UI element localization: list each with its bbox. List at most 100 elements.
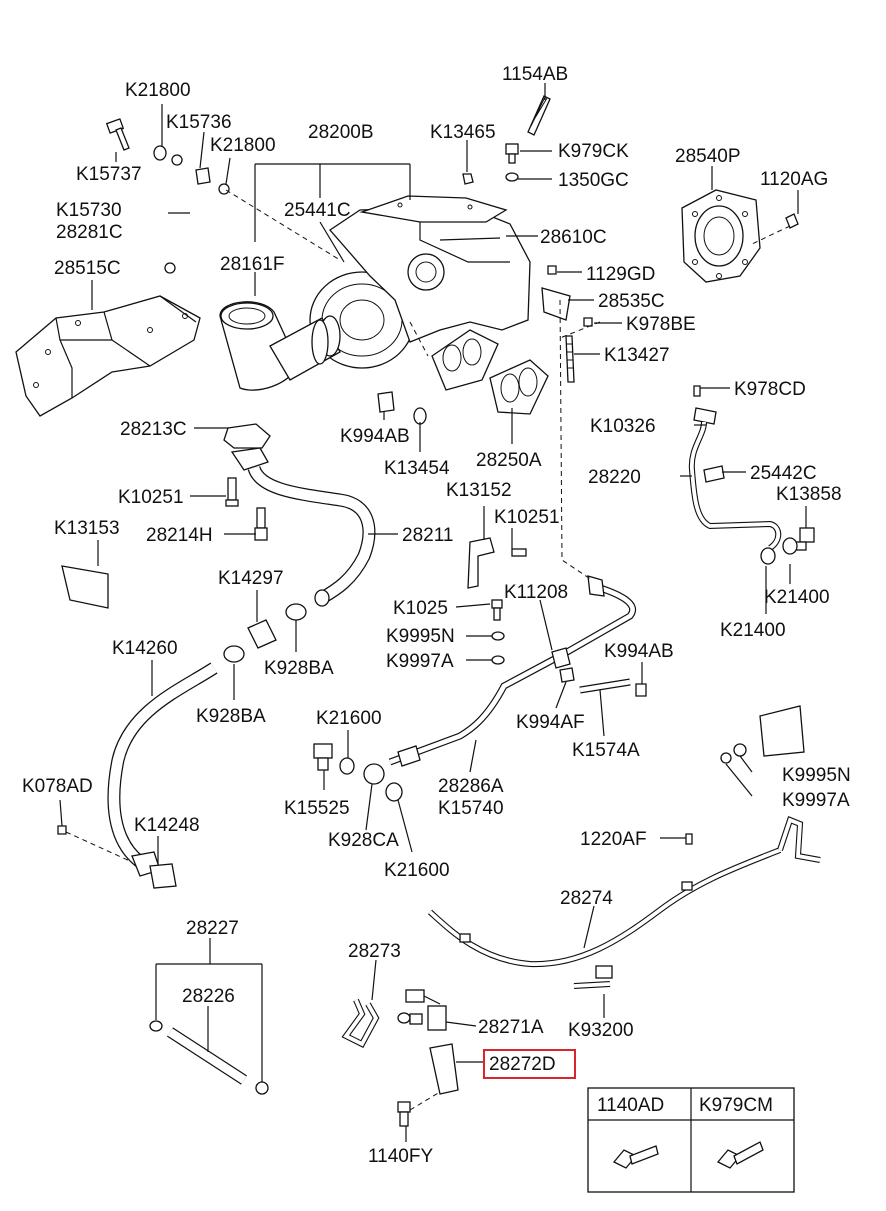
clamp-28227-a bbox=[149, 1020, 163, 1032]
pipe-28273 bbox=[341, 998, 380, 1048]
washer-1350GC bbox=[505, 172, 519, 182]
part-labels: 1154AB K21800 K15736 28200B K13465 K979C… bbox=[22, 64, 851, 1167]
label-28610C: 28610C bbox=[540, 227, 607, 248]
label-28200B: 28200B bbox=[308, 122, 374, 143]
label-K93200: K93200 bbox=[568, 1020, 634, 1041]
stud-1154AB bbox=[527, 95, 551, 136]
label-K978BE: K978BE bbox=[626, 314, 696, 335]
bolt-K10251 bbox=[225, 477, 239, 507]
label-25442C: 25442C bbox=[750, 463, 817, 484]
label-K15525: K15525 bbox=[284, 798, 350, 819]
label-K21800-b: K21800 bbox=[210, 135, 276, 156]
bolt-K979CM-icon bbox=[716, 1141, 764, 1169]
label-K14297: K14297 bbox=[218, 568, 284, 589]
bolt-K078AD bbox=[57, 825, 67, 835]
hose-K14297 bbox=[247, 619, 277, 649]
label-28226: 28226 bbox=[182, 986, 235, 1007]
label-K14260: K14260 bbox=[112, 638, 178, 659]
washer-K21800 bbox=[153, 145, 167, 161]
bolt-K15737 bbox=[105, 118, 130, 151]
washer-K21600-b bbox=[385, 782, 403, 802]
label-28273: 28273 bbox=[348, 941, 401, 962]
bolt-1140FY bbox=[397, 1101, 411, 1127]
label-K9997A-b: K9997A bbox=[782, 790, 850, 811]
bolt-K13858 bbox=[795, 527, 815, 551]
label-K9995N-b: K9995N bbox=[782, 765, 851, 786]
label-K1574A: K1574A bbox=[572, 740, 640, 761]
label-K15737: K15737 bbox=[76, 164, 142, 185]
pipe-28226 bbox=[167, 1027, 247, 1085]
bolt-1140AD-icon bbox=[612, 1145, 659, 1169]
pipe-28286A bbox=[388, 575, 636, 767]
label-K928BA-b: K928BA bbox=[196, 706, 266, 727]
label-K13153: K13153 bbox=[54, 518, 120, 539]
bolt-K10251-b bbox=[511, 548, 527, 557]
bracket-28272D bbox=[429, 1043, 459, 1095]
banjo-bolt-K15525 bbox=[313, 743, 333, 771]
clamp-K928BA-b bbox=[223, 645, 245, 663]
label-1140FY: 1140FY bbox=[368, 1146, 433, 1167]
bolt-legend-table: 1140AD K979CM bbox=[587, 1087, 795, 1193]
washer-K21400-a bbox=[760, 547, 776, 565]
label-K078AD: K078AD bbox=[22, 776, 93, 797]
nut-K994AB bbox=[377, 391, 395, 413]
label-28214H: 28214H bbox=[146, 525, 213, 546]
fitting-K928CA bbox=[363, 763, 385, 785]
label-K13454: K13454 bbox=[384, 458, 450, 479]
fitting-K994AF bbox=[559, 667, 575, 683]
label-K10326: K10326 bbox=[590, 416, 656, 437]
label-K21600: K21600 bbox=[316, 708, 382, 729]
label-K994AF: K994AF bbox=[516, 712, 585, 733]
label-28161F: 28161F bbox=[220, 254, 284, 275]
label-K10251: K10251 bbox=[118, 487, 184, 508]
bolt-K1025 bbox=[491, 599, 503, 621]
label-K928CA: K928CA bbox=[328, 830, 399, 851]
label-1154AB: 1154AB bbox=[502, 64, 568, 85]
oil-line-28220 bbox=[688, 407, 782, 551]
label-K979CK: K979CK bbox=[558, 141, 629, 162]
label-K10251-b: K10251 bbox=[494, 507, 560, 528]
stud-K13427 bbox=[565, 335, 575, 383]
label-K13858: K13858 bbox=[776, 484, 842, 505]
bolt-28214H bbox=[254, 507, 268, 541]
bracket-K13153 bbox=[61, 565, 109, 609]
connector-K93200 bbox=[573, 965, 613, 989]
gasket-K14248 bbox=[149, 863, 177, 889]
label-28213C: 28213C bbox=[120, 419, 187, 440]
label-28540P: 28540P bbox=[675, 146, 741, 167]
label-K21600-b: K21600 bbox=[384, 860, 450, 881]
label-K9995N: K9995N bbox=[386, 626, 455, 647]
pipe-K1574A bbox=[579, 678, 631, 694]
label-1129GD: 1129GD bbox=[586, 264, 655, 285]
label-K978CD: K978CD bbox=[734, 379, 806, 400]
label-K13427: K13427 bbox=[604, 345, 670, 366]
leader-lines bbox=[59, 83, 807, 1142]
label-K13152: K13152 bbox=[446, 480, 512, 501]
screw-1220AF bbox=[685, 833, 693, 845]
nut-K9995N bbox=[491, 631, 505, 641]
clamp-K928BA-a bbox=[285, 603, 307, 621]
gasket-28213C bbox=[223, 423, 271, 449]
bracket-right bbox=[759, 705, 805, 757]
label-28535C: 28535C bbox=[598, 291, 665, 312]
fitting-K15736 bbox=[195, 167, 211, 185]
label-K13465: K13465 bbox=[430, 122, 496, 143]
label-28227: 28227 bbox=[186, 918, 239, 939]
label-28250A: 28250A bbox=[476, 450, 542, 471]
label-K928BA-a: K928BA bbox=[264, 658, 334, 679]
label-K15740: K15740 bbox=[438, 798, 504, 819]
screw-K978CD bbox=[693, 385, 701, 397]
turbocharger-28200B bbox=[219, 195, 531, 391]
label-28274: 28274 bbox=[560, 888, 613, 909]
label-28272D: 28272D bbox=[489, 1054, 556, 1075]
nut-K994AB-2 bbox=[635, 683, 647, 697]
label-28515C: 28515C bbox=[54, 258, 121, 279]
nut-K13465 bbox=[462, 173, 474, 185]
heat-shield-28515C bbox=[15, 295, 201, 417]
screw-1129GD bbox=[547, 265, 557, 275]
washer-K21600-a bbox=[339, 757, 355, 775]
bolt-K979CK bbox=[505, 143, 519, 164]
bracket-28535C bbox=[541, 287, 571, 321]
